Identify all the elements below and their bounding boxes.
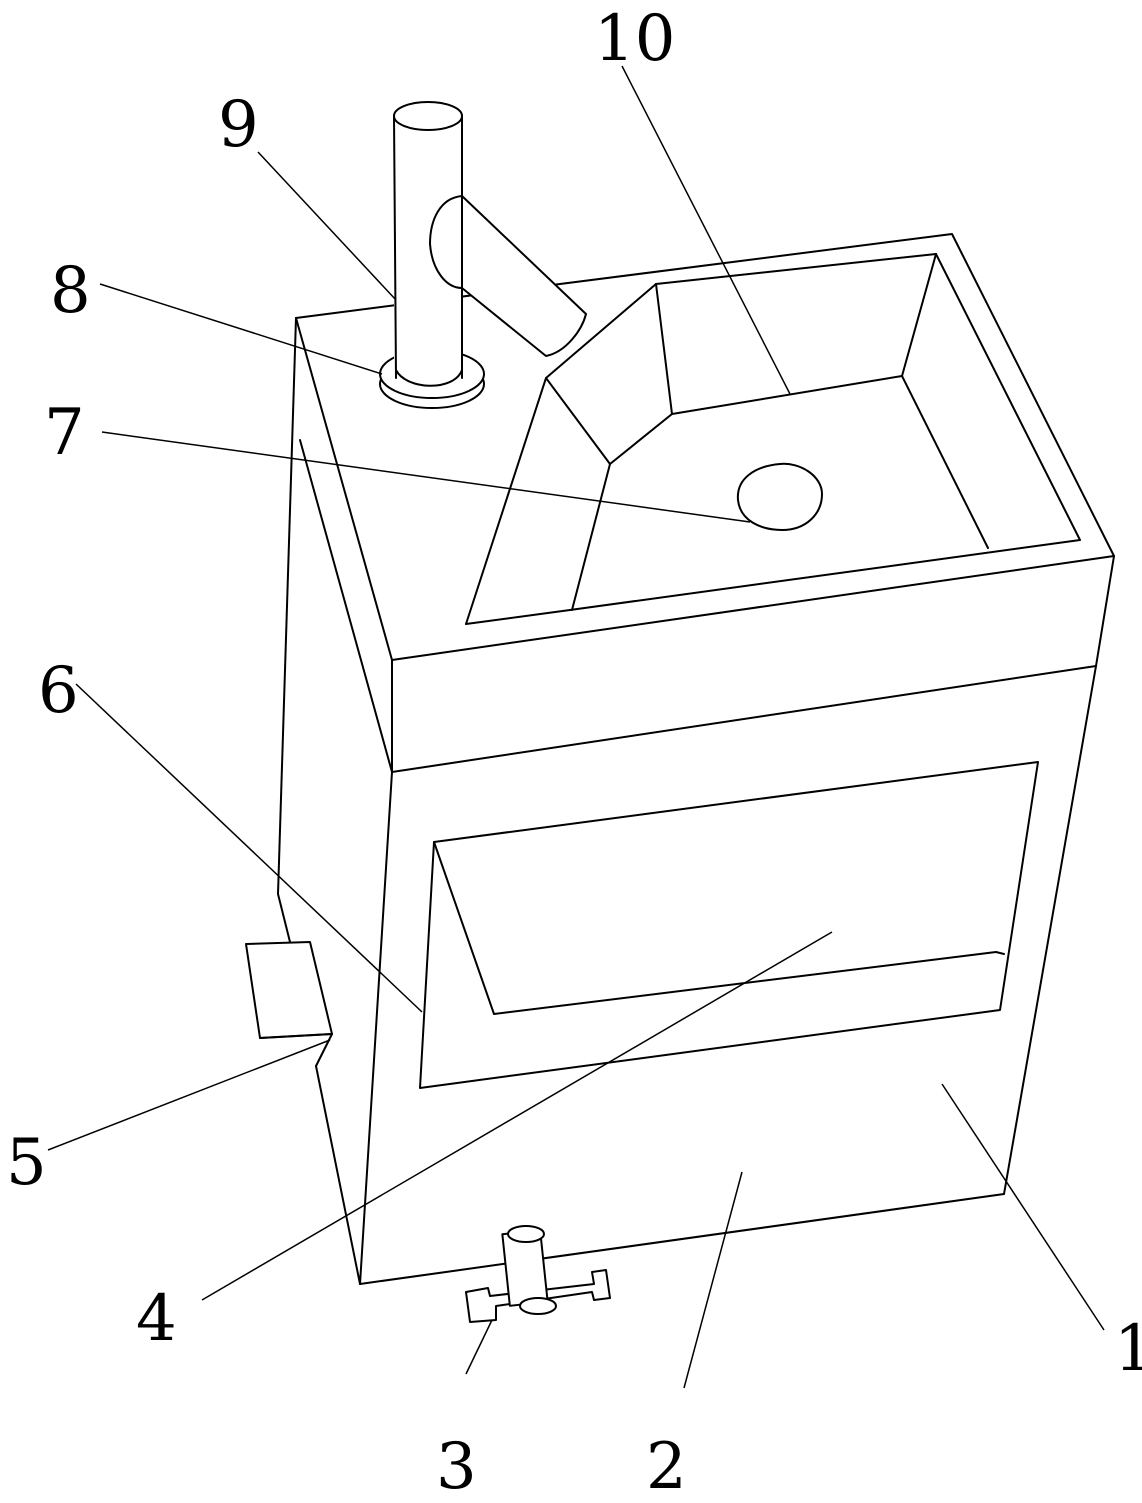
label-2: 2 [646, 1430, 687, 1503]
leader-4 [201, 931, 833, 1301]
leader-6 [75, 683, 423, 1013]
label-1: 1 [1114, 1312, 1142, 1386]
label-7: 7 [44, 396, 85, 470]
leader-lines [47, 65, 1105, 1389]
leader-9 [257, 151, 397, 301]
leader-8 [99, 283, 383, 375]
label-6: 6 [38, 654, 79, 728]
label-4: 4 [136, 1282, 177, 1356]
faucet [379, 101, 587, 409]
cabinet-body [277, 233, 1115, 1285]
label-10: 10 [594, 2, 675, 76]
label-9: 9 [218, 88, 259, 162]
leader-3 [465, 1319, 493, 1375]
reference-labels: 10 9 8 7 6 5 4 3 2 1 [6, 2, 1142, 1503]
label-3: 3 [436, 1430, 477, 1503]
drain-hole [736, 462, 823, 531]
leader-10 [621, 65, 791, 395]
label-8: 8 [50, 254, 91, 328]
leader-7 [101, 431, 751, 523]
leader-1 [941, 1083, 1105, 1331]
bottom-valve [465, 1225, 611, 1323]
foot-pedal [245, 941, 333, 1067]
leader-2 [683, 1171, 743, 1389]
basin [465, 253, 989, 625]
front-panel [419, 761, 1039, 1089]
label-5: 5 [6, 1126, 47, 1200]
leader-5 [47, 1039, 331, 1151]
